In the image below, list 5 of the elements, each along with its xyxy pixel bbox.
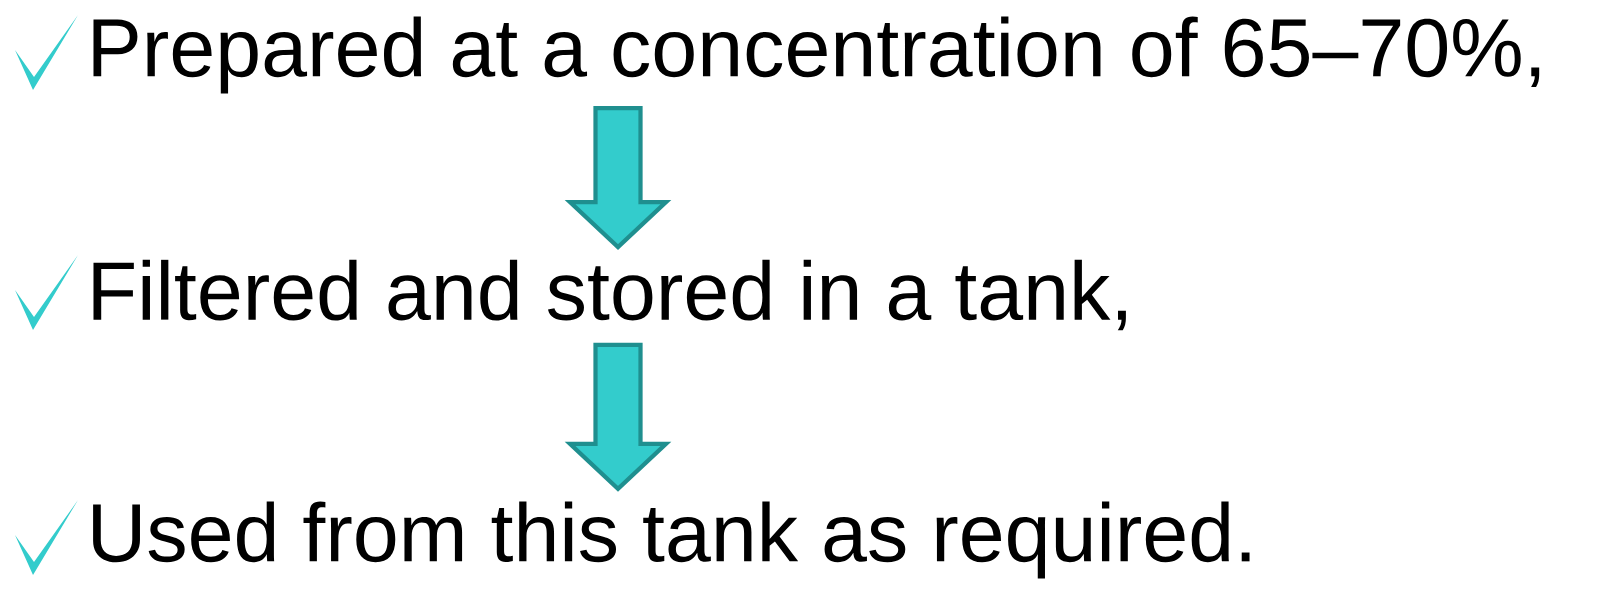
block-arrow <box>564 106 672 250</box>
step-text: Used from this tank as required. <box>93 501 1250 579</box>
step-text: Prepared at a concentration of 65–70%, <box>93 16 1540 94</box>
step-text: Filtered and stored in a tank, <box>93 259 1126 331</box>
block-arrow <box>564 342 672 492</box>
